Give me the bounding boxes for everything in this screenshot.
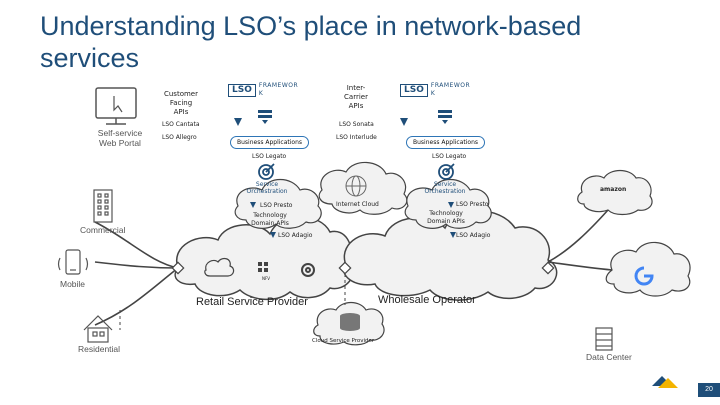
commercial-label: Commercial (80, 225, 126, 235)
lso-framework-logo-left: LSO FRAMEWOR K (228, 82, 298, 98)
retail-service-provider-label: Retail Service Provider (196, 296, 308, 308)
lso-legato-label-right: LSO Legato (432, 153, 467, 160)
left-upper-cloud (234, 178, 322, 229)
lso-sonata-label: LSO Sonata (339, 121, 374, 128)
gear-icon (301, 263, 315, 277)
data-center-label: Data Center (586, 352, 632, 362)
business-apps-pill-right: Business Applications (406, 136, 486, 149)
lso-cantata-label: LSO Cantata (162, 121, 200, 128)
connector-diamonds (171, 261, 555, 275)
google-logo-icon (634, 266, 654, 286)
building-icon (93, 189, 113, 223)
nfv-icon (258, 262, 268, 272)
wholesale-cloud-shape (342, 210, 558, 301)
lso-presto-label-right: LSO Presto (456, 201, 489, 208)
self-service-label: Self-service Web Portal (97, 128, 143, 148)
retail-network-icon (204, 257, 235, 277)
amazon-logo: amazon (600, 186, 627, 193)
customer-facing-apis-label: Customer Facing APIs (163, 90, 198, 116)
technology-domain-apis-left: Technology Domain APIs (251, 212, 289, 227)
mobile-label: Mobile (60, 279, 86, 289)
lso-allegro-label: LSO Allegro (162, 134, 197, 141)
framework-wordmark: FRAMEWOR K (430, 82, 471, 97)
inter-carrier-apis-label: Inter- Carrier APIs (344, 84, 368, 110)
sonata-arrow-icon (400, 118, 408, 126)
lso-wordmark: LSO (228, 83, 256, 97)
lso-presto-label-left: LSO Presto (260, 202, 293, 209)
page-number: 20 (698, 383, 720, 397)
business-apps-pill-left: Business Applications (230, 136, 310, 149)
api-stack-icon-left (258, 110, 272, 124)
server-icon (340, 313, 360, 331)
page-title: Understanding LSO’s place in network-bas… (40, 11, 582, 73)
cloud-service-provider-label: Cloud Service Provider (312, 338, 375, 344)
small-arrow-icons (250, 202, 456, 238)
framework-wordmark: FRAMEWOR K (258, 82, 299, 97)
right-upper-cloud (404, 178, 492, 229)
residential-label: Residential (78, 344, 121, 354)
lso-framework-logo-right: LSO FRAMEWOR K (400, 82, 470, 98)
nfv-label: NFV (262, 276, 271, 281)
lso-adagio-label-right: LSO Adagio (456, 232, 491, 239)
service-orchestration-label-left: Service Orchestration (246, 181, 288, 195)
service-orchestration-label-right: Service Orchestration (424, 181, 466, 195)
api-stack-icon-right (438, 110, 452, 124)
lso-wordmark: LSO (400, 83, 428, 97)
globe-icon (345, 175, 367, 197)
technology-domain-apis-right: Technology Domain APIs (427, 210, 465, 225)
orchestration-icon-left (258, 163, 275, 180)
amazon-cloud-shape (577, 169, 653, 216)
house-icon (83, 315, 113, 343)
internet-cloud-shape (318, 161, 408, 215)
cantata-arrow-icon (234, 118, 242, 126)
data-center-icon (595, 327, 613, 351)
orchestration-icon-right (438, 163, 455, 180)
lso-legato-label-left: LSO Legato (252, 153, 287, 160)
mobile-phone-icon (57, 249, 89, 275)
google-cloud-shape (605, 241, 691, 297)
wholesale-operator-label: Wholesale Operator (378, 294, 476, 306)
monitor-icon (95, 87, 137, 125)
internet-cloud-label: Internet Cloud (336, 201, 379, 208)
lso-adagio-label-left: LSO Adagio (278, 232, 313, 239)
lso-interlude-label: LSO Interlude (336, 134, 377, 141)
connection-lines (94, 209, 613, 326)
mef-logo-icon (652, 376, 678, 388)
